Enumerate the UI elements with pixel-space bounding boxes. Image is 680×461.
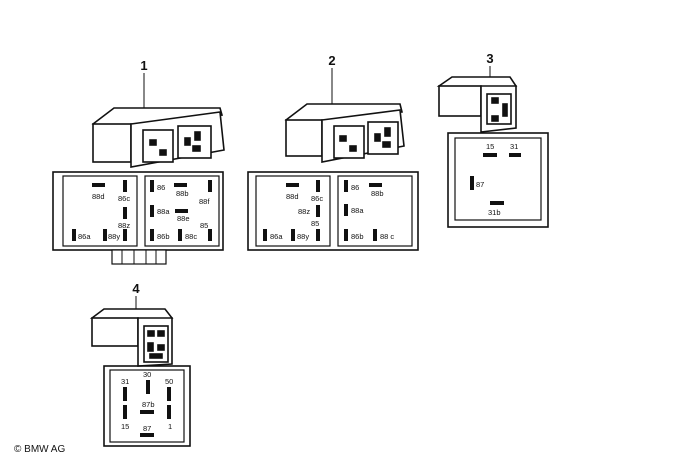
relay-2-number: 2 bbox=[328, 53, 335, 68]
pin-label: 88y bbox=[108, 232, 120, 241]
pin-label: 86 bbox=[351, 183, 359, 192]
pin-label: 88a bbox=[351, 206, 364, 215]
relay-1-number: 1 bbox=[140, 58, 147, 73]
pin-label: 88b bbox=[371, 189, 384, 198]
relay-1-body bbox=[91, 107, 225, 168]
pin-label: 31 bbox=[121, 377, 129, 386]
pin-label: 87 bbox=[143, 424, 151, 433]
pin-label: 86 bbox=[157, 183, 165, 192]
pin-label: 31b bbox=[488, 208, 501, 217]
pin-label: 87b bbox=[142, 400, 155, 409]
pin-label: 88a bbox=[157, 207, 170, 216]
pin-label: 86b bbox=[157, 232, 170, 241]
relay-2-body bbox=[284, 103, 405, 163]
pin-label: 88d bbox=[92, 192, 105, 201]
relay-4: 4 31 30 50 87b 15 bbox=[89, 281, 191, 447]
pin-label: 86b bbox=[351, 232, 364, 241]
pin-label: 15 bbox=[121, 422, 129, 431]
pin-label: 30 bbox=[143, 370, 151, 379]
pin-label: 85 bbox=[311, 219, 319, 228]
pin-label: 15 bbox=[486, 142, 494, 151]
pin-label: 88 c bbox=[380, 232, 394, 241]
pin-label: 1 bbox=[168, 422, 172, 431]
relay-1-pinout: 88d 86c 88z 86a 88y 86 88b 88f 88a 88e 8… bbox=[52, 171, 224, 265]
relay-4-body bbox=[89, 308, 174, 367]
pin-label: 85 bbox=[200, 221, 208, 230]
pin-label: 88f bbox=[199, 197, 210, 206]
pin-label: 87 bbox=[476, 180, 484, 189]
relay-2: 2 bbox=[247, 53, 419, 251]
relay-3-pinout: 15 31 87 31b bbox=[447, 132, 549, 228]
pin-label: 88b bbox=[176, 189, 189, 198]
relay-4-number: 4 bbox=[132, 281, 140, 296]
pin-label: 88c bbox=[185, 232, 197, 241]
pin-label: 88z bbox=[118, 221, 130, 230]
pin-label: 86a bbox=[270, 232, 283, 241]
pin-label: 88d bbox=[286, 192, 299, 201]
pin-label: 88z bbox=[298, 207, 310, 216]
relay-4-pinout: 31 30 50 87b 15 87 1 bbox=[103, 365, 191, 447]
relay-1: 1 bbox=[52, 58, 225, 265]
pin-label: 31 bbox=[510, 142, 518, 151]
pin-label: 88y bbox=[297, 232, 309, 241]
relay-3-body bbox=[436, 76, 518, 133]
relay-2-pinout: 88d 86c 88z 85 86a 88y 86 88b 88a 86b 88… bbox=[247, 171, 419, 251]
relay-3: 3 15 31 87 31b bbox=[436, 51, 549, 228]
pin-label: 86c bbox=[118, 194, 130, 203]
relay-3-number: 3 bbox=[486, 51, 493, 66]
pin-label: 86c bbox=[311, 194, 323, 203]
pin-label: 86a bbox=[78, 232, 91, 241]
pin-label: 50 bbox=[165, 377, 173, 386]
copyright-notice: © BMW AG bbox=[14, 444, 66, 455]
pin-label: 88e bbox=[177, 214, 190, 223]
